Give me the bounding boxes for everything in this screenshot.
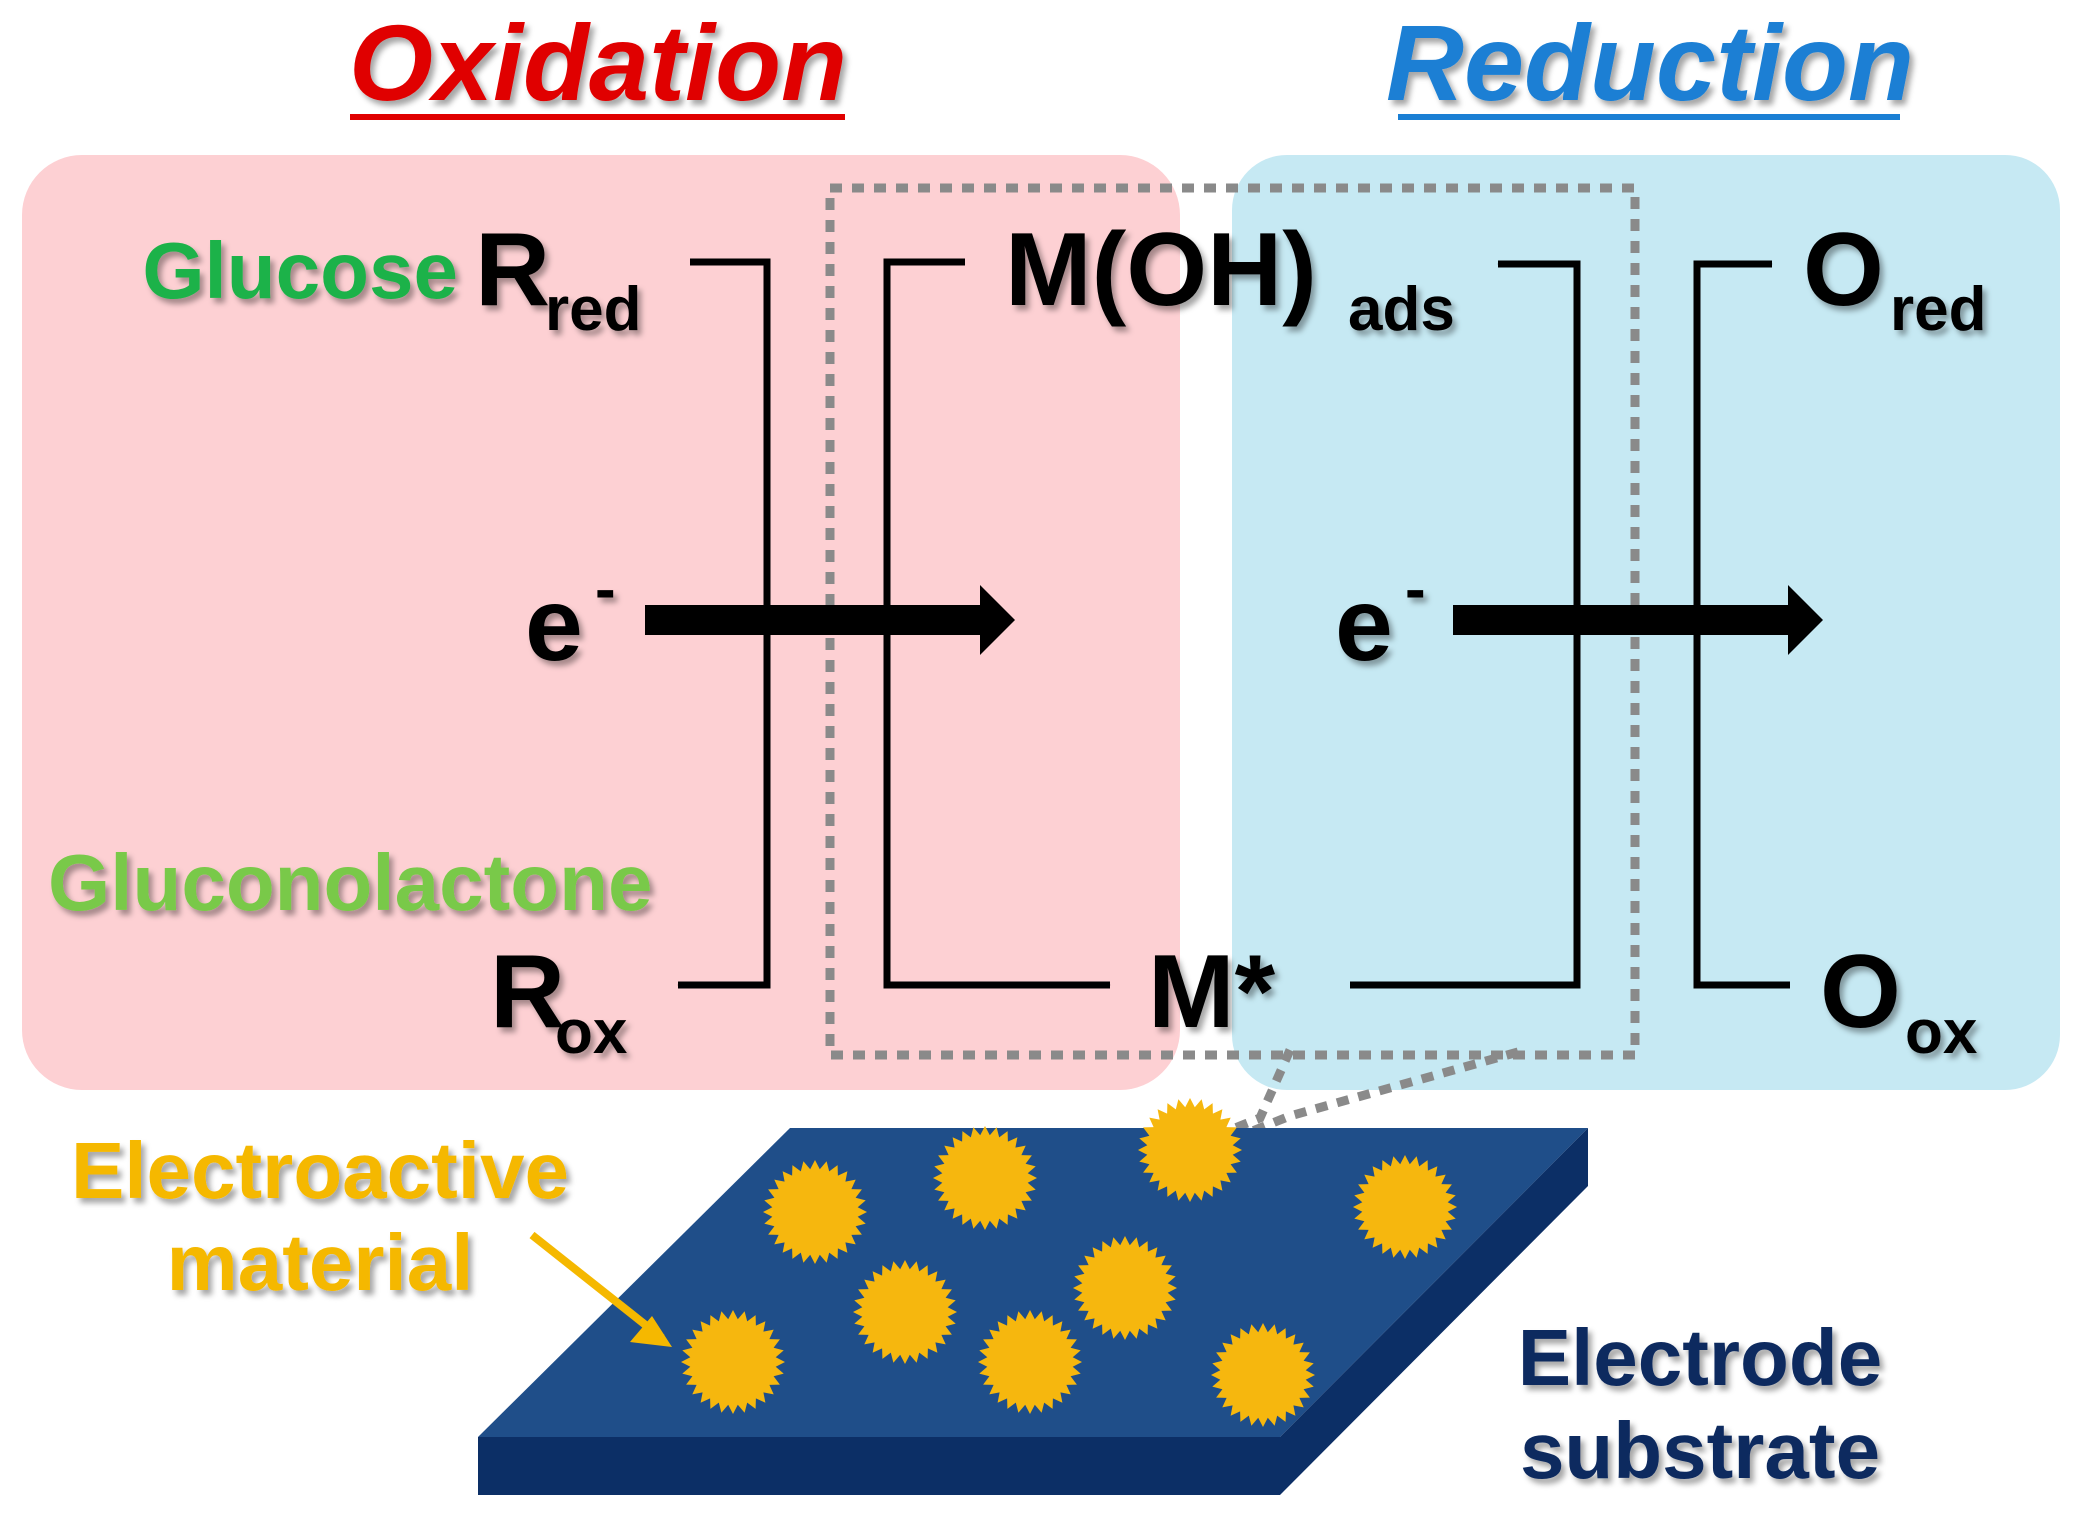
oxidation-heading: Oxidation xyxy=(349,2,847,123)
electron-symbol: e xyxy=(1335,567,1393,683)
glucose-label: Glucose xyxy=(142,226,458,315)
electron-label-reduction: e - xyxy=(1335,555,1426,683)
electroactive-particles xyxy=(681,1098,1457,1427)
particle xyxy=(1073,1236,1177,1340)
particle xyxy=(853,1260,957,1364)
m-star-label: M* xyxy=(1148,934,1276,1050)
particle xyxy=(1353,1155,1457,1259)
particle xyxy=(1138,1098,1242,1202)
electron-symbol: e xyxy=(525,567,583,683)
o-red-label: O red xyxy=(1803,212,1986,344)
o-red-sub: red xyxy=(1890,275,1986,344)
r-ox-main: R xyxy=(490,934,565,1050)
substrate-label-line2: substrate xyxy=(1520,1406,1880,1495)
electroactive-label-line2: material xyxy=(167,1218,474,1307)
electroactive-pointer-arrow xyxy=(529,1231,665,1342)
electroactive-pointer-head xyxy=(630,1316,672,1347)
r-ox-sub: ox xyxy=(555,998,628,1067)
m-oh-ads-label: M(OH) ads xyxy=(1005,212,1455,344)
o-red-main: O xyxy=(1803,212,1884,328)
o-ox-label: O ox xyxy=(1820,934,1978,1067)
particle xyxy=(681,1310,785,1414)
m-oh-main: M(OH) xyxy=(1005,212,1317,328)
electroactive-label-line1: Electroactive xyxy=(71,1126,569,1215)
reduction-heading: Reduction xyxy=(1386,2,1914,123)
electron-arrow-oxidation xyxy=(645,585,1015,655)
o-ox-main: O xyxy=(1820,934,1901,1050)
electron-label-oxidation: e - xyxy=(525,555,616,683)
particle xyxy=(933,1126,1037,1230)
substrate-label-line1: Electrode xyxy=(1518,1313,1883,1402)
particle xyxy=(1211,1323,1315,1427)
electron-charge: - xyxy=(595,555,616,624)
substrate-front xyxy=(478,1437,1280,1495)
particle xyxy=(763,1160,867,1264)
particle xyxy=(978,1310,1082,1414)
r-red-main: R xyxy=(475,212,550,328)
substrate-side xyxy=(1280,1128,1588,1495)
o-ox-sub: ox xyxy=(1905,998,1978,1067)
gluconolactone-label: Gluconolactone xyxy=(48,838,653,927)
electron-arrow-reduction xyxy=(1453,585,1823,655)
m-oh-sub: ads xyxy=(1348,275,1455,344)
electron-charge: - xyxy=(1405,555,1426,624)
r-red-sub: red xyxy=(545,275,641,344)
r-red-label: R red xyxy=(475,212,641,344)
callout-line xyxy=(1228,1047,1520,1137)
r-ox-label: R ox xyxy=(490,934,628,1067)
